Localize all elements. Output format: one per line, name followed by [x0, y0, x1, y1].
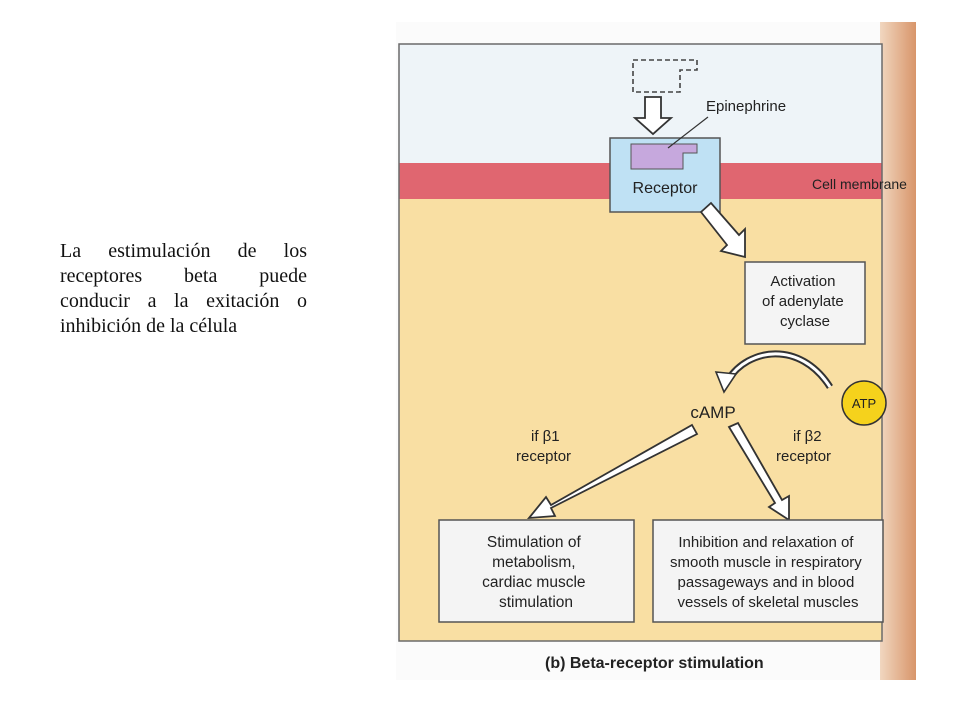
activation-box: [744, 261, 866, 345]
atp-curve-arrowhead: [714, 371, 738, 394]
epinephrine-bound-shape: [630, 143, 698, 170]
receptor-label: Receptor: [633, 180, 699, 197]
epinephrine-label: Epinephrine: [706, 98, 786, 115]
stimulation-line-1: Stimulation of: [487, 534, 582, 551]
inhibition-line-4: vessels of skeletal muscles: [678, 594, 859, 611]
activation-text: Activation of adenylate cyclase: [762, 273, 848, 330]
stimulation-line-2: metabolism,: [492, 554, 576, 571]
stimulation-line-3: cardiac muscle: [482, 574, 585, 591]
arrow-beta2: [727, 421, 790, 522]
inhibition-line-1: Inhibition and relaxation of: [678, 534, 854, 551]
camp-label: cAMP: [690, 403, 735, 422]
atp-curve-fill: [726, 352, 832, 388]
epinephrine-outline-dashed: [632, 59, 698, 93]
stimulation-line-4: stimulation: [499, 594, 573, 611]
atp-circle: [841, 380, 887, 426]
inhibition-text: Inhibition and relaxation of smooth musc…: [670, 534, 866, 611]
cell-membrane-label: Cell membrane: [812, 176, 907, 192]
binding-arrow: [632, 96, 674, 136]
epinephrine-pointer-line: [667, 116, 709, 149]
inhibition-line-2: smooth muscle in respiratory: [670, 554, 862, 571]
if-beta2-line-2: receptor: [776, 448, 831, 465]
inhibition-box: [652, 519, 884, 623]
activation-line-3: cyclase: [780, 313, 830, 330]
diagram-frame: [398, 43, 883, 642]
if-beta2-label: if β2 receptor: [776, 428, 831, 465]
figure-caption: (b) Beta-receptor stimulation: [545, 655, 764, 672]
stimulation-text: Stimulation of metabolism, cardiac muscl…: [482, 534, 590, 611]
atp-label: ATP: [852, 396, 876, 411]
inhibition-line-3: passageways and in blood: [678, 574, 855, 591]
stimulation-box: [438, 519, 635, 623]
caption-text: La estimulación de los receptores beta p…: [60, 240, 307, 337]
arrow-beta1: [526, 423, 699, 520]
activation-line-1: Activation: [770, 273, 835, 290]
activation-line-2: of adenylate: [762, 293, 844, 310]
if-beta2-line-1: if β2: [793, 428, 822, 445]
page-edge: [880, 22, 916, 680]
if-beta1-line-1: if β1: [531, 428, 560, 445]
if-beta1-label: if β1 receptor: [516, 428, 571, 465]
if-beta1-line-2: receptor: [516, 448, 571, 465]
arrow-to-activation: [699, 201, 746, 259]
